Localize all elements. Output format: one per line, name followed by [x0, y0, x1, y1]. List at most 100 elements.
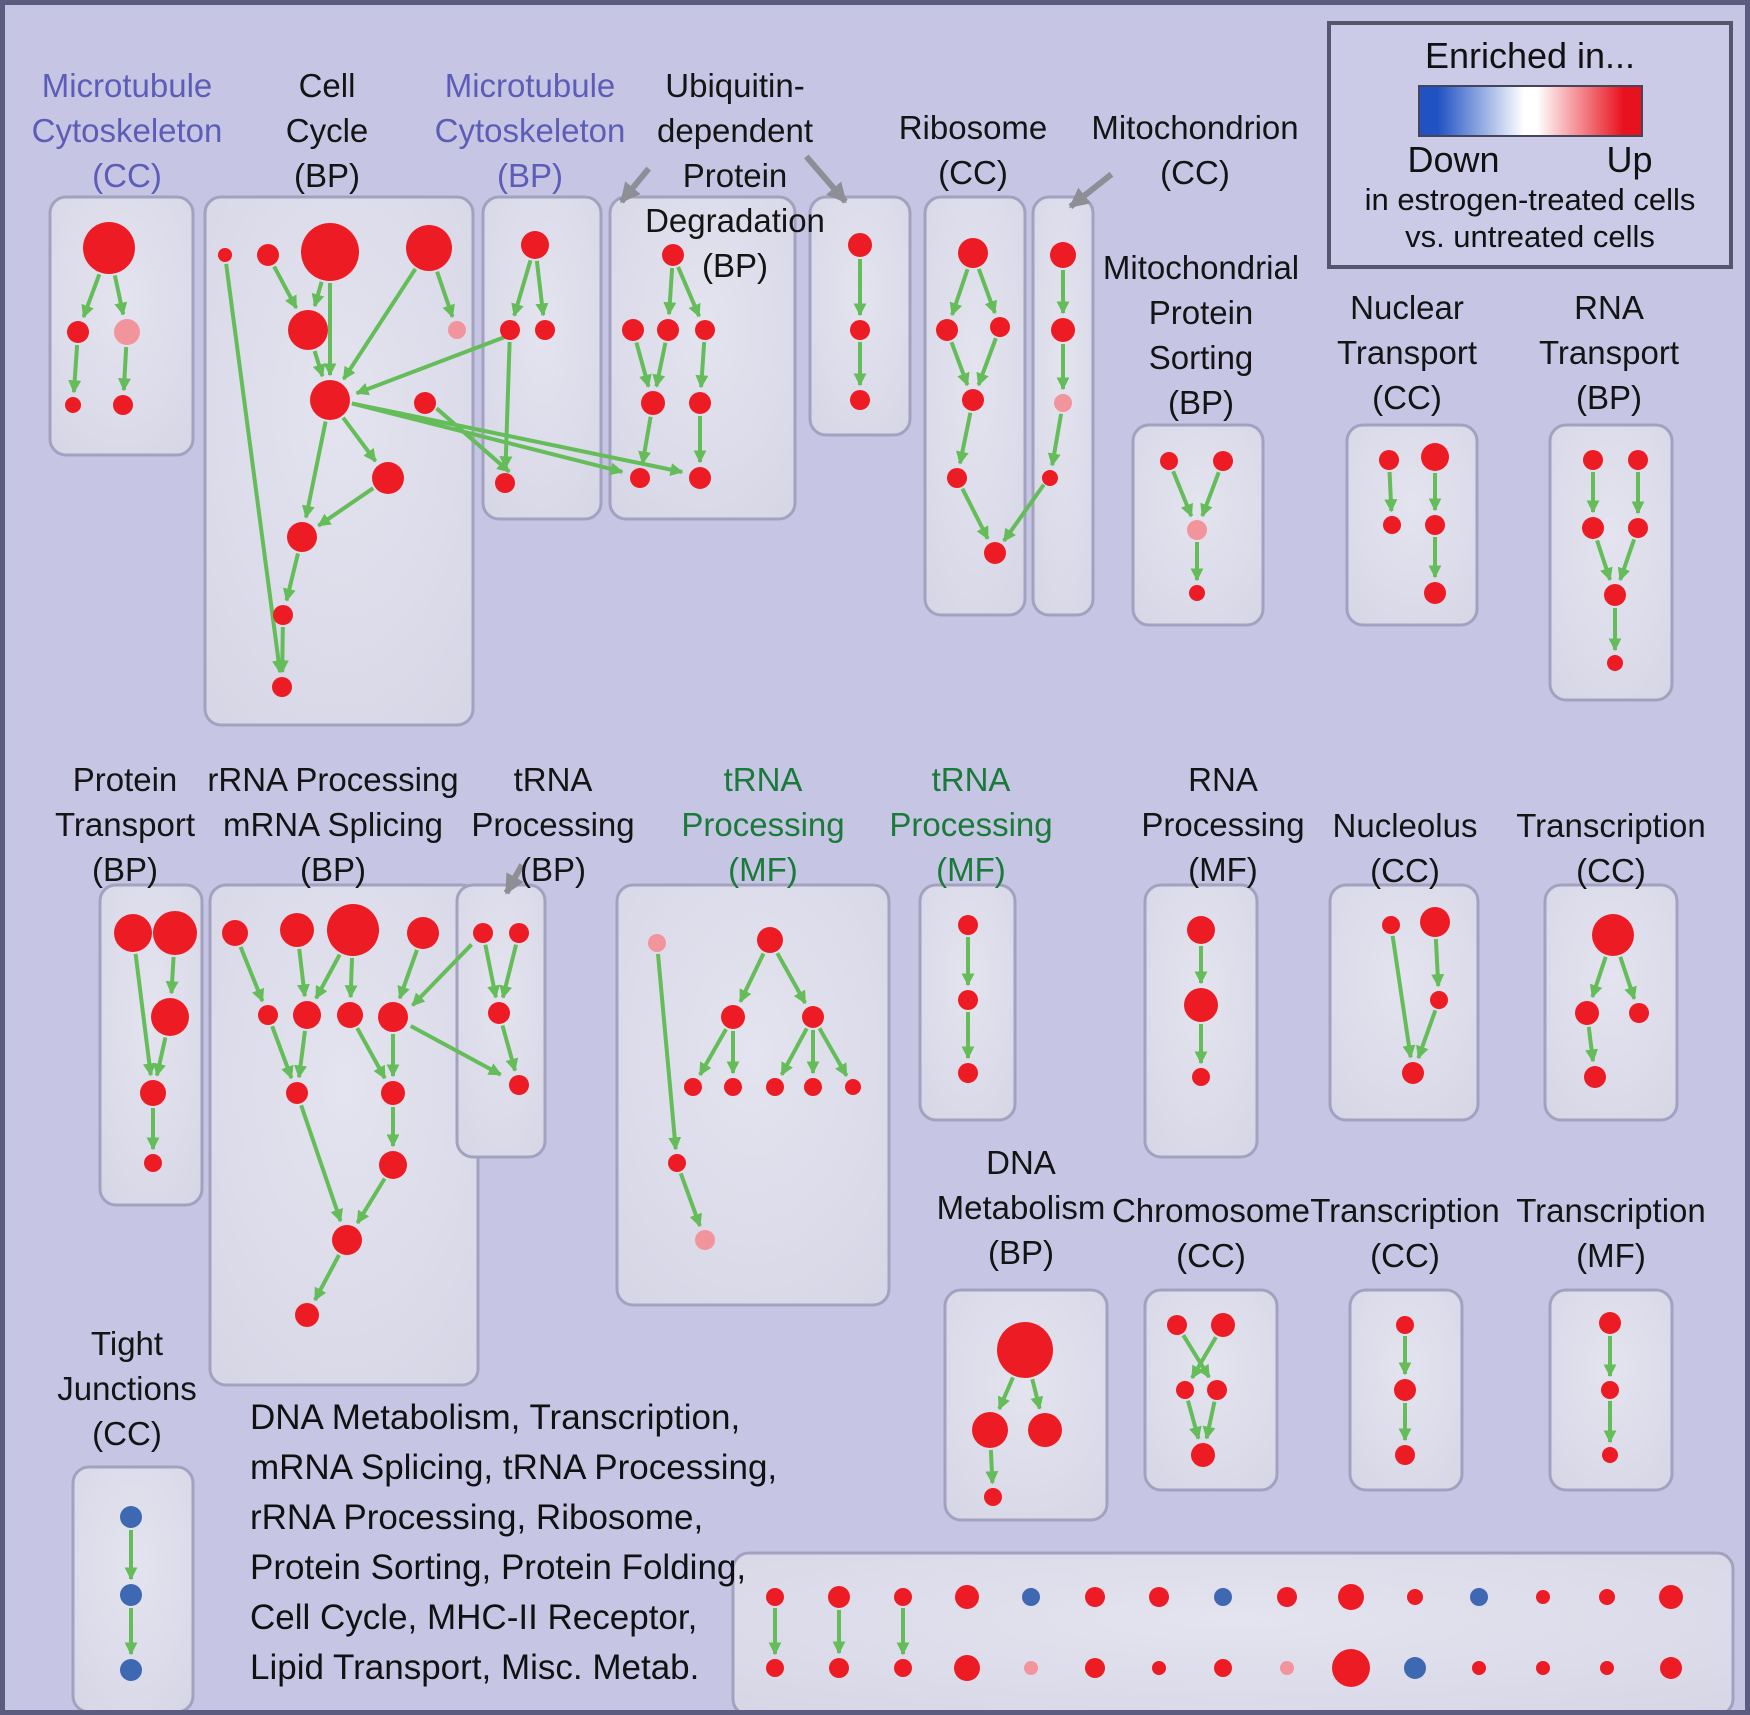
go-term-node	[766, 1659, 784, 1677]
edge-arrow	[656, 953, 682, 1151]
go-term-node	[83, 222, 135, 274]
edge-arrow	[1618, 956, 1637, 1001]
go-term-node	[894, 1588, 912, 1606]
edge-arrow	[1181, 1334, 1211, 1379]
go-term-node	[1395, 1445, 1415, 1465]
go-term-node	[1214, 1659, 1232, 1677]
go-term-node	[258, 1005, 278, 1025]
network-canvas	[48, 154, 1735, 1710]
go-term-node	[406, 225, 452, 271]
go-term-node	[668, 1154, 686, 1172]
edge-arrow	[1431, 938, 1445, 988]
go-term-node	[1211, 1313, 1235, 1337]
go-term-node	[848, 233, 872, 257]
go-term-node	[1404, 1657, 1426, 1679]
edge-arrow	[270, 1025, 294, 1080]
go-term-node	[1396, 1316, 1414, 1334]
edge-arrow	[165, 956, 179, 995]
go-term-node	[293, 1001, 321, 1029]
go-term-node	[1187, 916, 1215, 944]
go-term-node	[473, 923, 493, 943]
misc-text-line: Protein Sorting, Protein Folding,	[250, 1548, 747, 1587]
go-term-node	[407, 917, 439, 949]
edge-arrow	[1585, 1026, 1599, 1063]
cross-edge-arrow	[409, 1024, 502, 1077]
go-term-node	[1024, 1661, 1038, 1675]
go-term-node	[936, 319, 958, 341]
go-term-node	[144, 1154, 162, 1172]
cross-edge-arrow	[1002, 483, 1046, 543]
edge-arrow	[1617, 538, 1636, 582]
edge-arrow	[81, 273, 102, 319]
legend-subtitle-1: in estrogen-treated cells	[1364, 182, 1696, 217]
go-term-node	[1028, 1413, 1062, 1447]
go-term-node	[695, 320, 715, 340]
go-term-node	[1192, 1068, 1210, 1086]
go-term-node	[1085, 1658, 1105, 1678]
go-term-node	[372, 462, 404, 494]
go-term-node	[1085, 1587, 1105, 1607]
go-term-node	[151, 998, 189, 1036]
go-term-node	[1191, 1443, 1215, 1467]
edge-arrow	[499, 944, 519, 999]
go-term-node	[381, 1081, 405, 1105]
edge-arrow	[676, 266, 701, 318]
go-term-node	[850, 320, 870, 340]
misc-categories-text: DNA Metabolism, Transcription, mRNA Spli…	[250, 1393, 777, 1693]
edge-arrow	[955, 412, 973, 465]
label-pointer-arrow	[804, 154, 848, 204]
go-term-node	[120, 1584, 142, 1606]
go-term-node	[222, 920, 248, 946]
edge-arrow	[960, 487, 990, 540]
edge-arrow	[238, 946, 265, 1003]
edge-arrow	[511, 259, 533, 317]
edge-arrow	[775, 952, 807, 1005]
go-term-node	[958, 990, 978, 1010]
go-term-node	[1628, 450, 1648, 470]
go-term-node	[378, 1002, 408, 1032]
go-term-node	[1379, 450, 1399, 470]
cross-edge-arrow	[355, 333, 509, 396]
go-term-node	[1575, 1001, 1599, 1025]
go-term-node	[65, 397, 81, 413]
go-term-node	[120, 1506, 142, 1528]
edge-arrow	[678, 1172, 702, 1228]
go-term-node	[1054, 394, 1072, 412]
go-term-node	[67, 321, 89, 343]
go-term-node	[894, 1659, 912, 1677]
go-term-node	[657, 319, 679, 341]
edge-arrow	[483, 944, 500, 999]
go-term-node	[1407, 1589, 1423, 1605]
go-term-node	[1602, 1447, 1618, 1463]
go-term-node	[153, 911, 197, 955]
go-term-node	[500, 320, 520, 340]
go-term-node	[1584, 1066, 1606, 1088]
edge-arrow	[1202, 1401, 1217, 1440]
edge-arrow	[997, 1376, 1015, 1411]
go-term-node	[1176, 1381, 1194, 1399]
edge-arrow	[341, 416, 378, 463]
go-term-node	[1338, 1584, 1364, 1610]
go-term-node	[1383, 516, 1401, 534]
go-term-node	[273, 605, 293, 625]
go-term-node	[954, 1655, 980, 1681]
edge-arrow	[949, 341, 970, 387]
edge-arrow	[283, 553, 300, 602]
edge-arrow	[355, 1027, 387, 1080]
go-term-node	[1430, 991, 1448, 1009]
group-box-rna-transport-bp	[1548, 423, 1674, 702]
go-term-node	[286, 1082, 308, 1104]
misc-text-line: DNA Metabolism, Transcription,	[250, 1398, 741, 1437]
legend-subtitle-2: vs. untreated cells	[1405, 219, 1655, 254]
edge-arrow	[1047, 413, 1064, 467]
go-term-node	[695, 1230, 715, 1250]
legend-gradient-bar	[1417, 85, 1643, 137]
go-term-node	[287, 522, 317, 552]
go-term-node	[120, 1659, 142, 1681]
go-term-node	[850, 390, 870, 410]
go-term-node	[1152, 1661, 1166, 1675]
misc-text-line: mRNA Splicing, tRNA Processing,	[250, 1448, 778, 1487]
go-term-node	[962, 389, 984, 411]
cross-edge-arrow	[411, 943, 474, 1007]
go-term-node	[684, 1078, 702, 1096]
